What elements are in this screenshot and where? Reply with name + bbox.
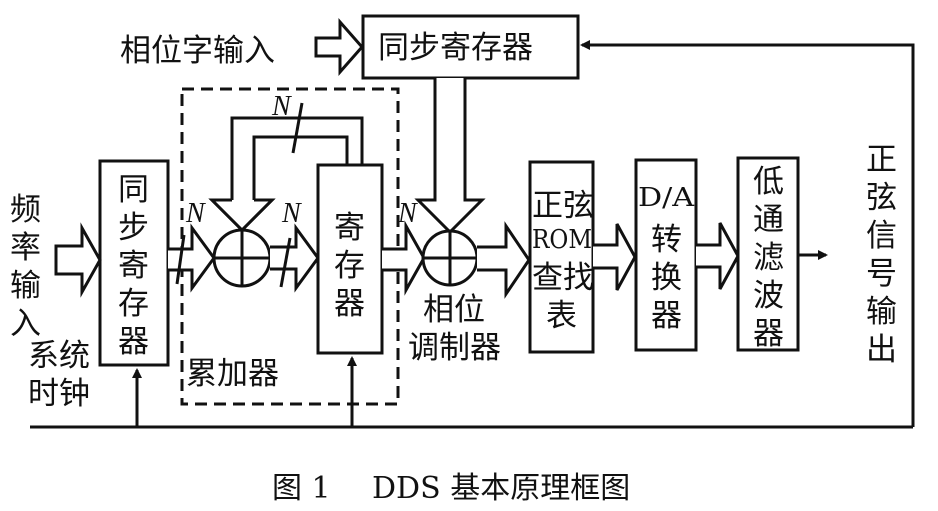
adder-2-phase-modulator — [421, 229, 479, 287]
svg-text:率: 率 — [10, 230, 41, 266]
bus-sync-to-adder1 — [168, 223, 216, 293]
accumulator-label: 累加器 — [186, 356, 279, 392]
svg-text:查找: 查找 — [532, 260, 594, 296]
svg-text:存: 存 — [118, 286, 149, 322]
frequency-input-arrow — [54, 222, 102, 298]
svg-text:寄: 寄 — [118, 248, 149, 284]
svg-text:低: 低 — [753, 164, 784, 200]
figure-title: DDS 基本原理框图 — [372, 471, 630, 506]
bus-register-to-adder2 — [382, 220, 426, 296]
svg-text:通: 通 — [753, 202, 784, 238]
svg-text:存: 存 — [334, 248, 365, 284]
phase-word-input-label: 相位字输入 — [120, 33, 275, 69]
top-sync-register-label: 同步寄存器 — [378, 30, 533, 66]
svg-text:器: 器 — [753, 316, 784, 352]
bus-width-slash-1 — [175, 234, 186, 285]
phase-word-input-arrow — [314, 18, 364, 76]
bus-width-label-register-out: N — [397, 198, 418, 229]
svg-text:ROM: ROM — [532, 225, 592, 255]
svg-text:输: 输 — [10, 268, 41, 304]
bus-dac-to-lpf — [696, 222, 740, 290]
system-clock-label: 系统 时钟 — [28, 338, 90, 412]
svg-text:信: 信 — [866, 218, 897, 254]
sine-rom-label: 正弦 ROM 查找 表 — [532, 188, 594, 334]
svg-text:器: 器 — [651, 298, 682, 334]
accumulator-register-label: 寄 存 器 — [334, 210, 365, 322]
svg-text:输: 输 — [866, 294, 897, 330]
svg-text:表: 表 — [546, 298, 577, 334]
svg-text:号: 号 — [866, 256, 897, 292]
phase-offset-bus-arrow — [414, 78, 486, 235]
svg-text:频: 频 — [10, 192, 41, 228]
svg-text:步: 步 — [118, 210, 149, 246]
bus-adder2-to-rom — [477, 221, 531, 299]
svg-text:相位: 相位 — [423, 292, 485, 328]
svg-text:系统: 系统 — [28, 338, 90, 374]
svg-text:换: 换 — [651, 260, 682, 296]
bus-rom-to-dac — [593, 223, 637, 291]
svg-text:滤: 滤 — [753, 240, 784, 276]
figure-number: 图 1 — [272, 471, 331, 506]
frequency-input-label: 频 率 输 入 — [10, 192, 41, 342]
svg-text:时钟: 时钟 — [28, 376, 90, 412]
adder-1 — [212, 228, 272, 288]
bus-width-label-adder-out: N — [281, 198, 302, 229]
bus-width-label-feedback: N — [271, 91, 292, 122]
left-sync-register-label: 同 步 寄 存 器 — [118, 172, 149, 360]
bus-width-slash-feedback — [291, 102, 304, 154]
svg-text:器: 器 — [118, 324, 149, 360]
svg-text:正: 正 — [866, 142, 897, 178]
clock-line-to-top-register — [580, 40, 915, 427]
phase-modulator-label: 相位 调制器 — [408, 292, 501, 366]
svg-text:波: 波 — [753, 278, 784, 314]
bus-width-slash-2 — [279, 237, 292, 288]
bus-width-label-input: N — [185, 198, 206, 229]
svg-text:出: 出 — [866, 332, 897, 368]
svg-text:同: 同 — [118, 172, 149, 208]
svg-text:弦: 弦 — [866, 180, 897, 216]
bus-adder1-to-register — [270, 223, 320, 293]
svg-text:调制器: 调制器 — [408, 330, 501, 366]
svg-text:器: 器 — [334, 286, 365, 322]
svg-text:D/A: D/A — [638, 183, 695, 213]
svg-text:转: 转 — [651, 222, 682, 258]
svg-text:正弦: 正弦 — [532, 188, 594, 224]
feedback-arrowhead-fill — [208, 198, 276, 233]
lowpass-filter-label: 低 通 滤 波 器 — [753, 164, 784, 352]
sine-output-label: 正 弦 信 号 输 出 — [866, 142, 897, 368]
figure-caption: 图 1 DDS 基本原理框图 — [272, 471, 630, 506]
svg-text:寄: 寄 — [334, 210, 365, 246]
dac-label: D/A 转 换 器 — [638, 183, 695, 334]
sine-rom-box — [528, 160, 595, 354]
svg-text:入: 入 — [10, 306, 41, 342]
